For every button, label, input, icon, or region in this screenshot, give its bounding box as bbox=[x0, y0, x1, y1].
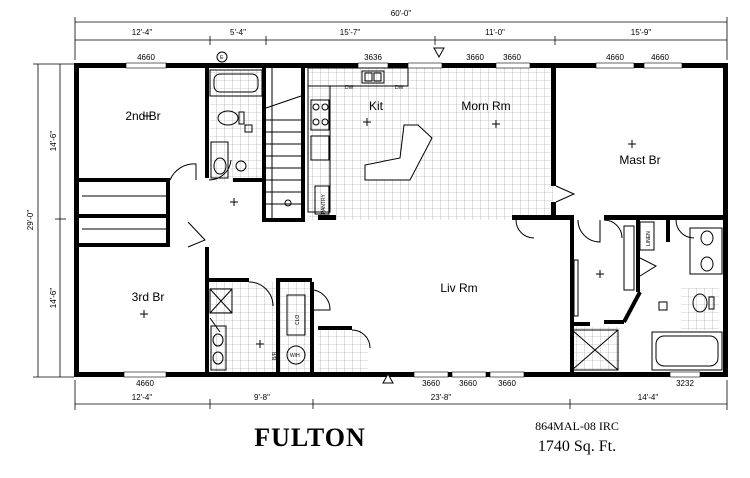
room-label-3rd-br: 3rd Br bbox=[132, 290, 165, 304]
window-label-liv-3: 3660 bbox=[498, 379, 516, 388]
left-dim-1: 14'-6" bbox=[49, 131, 58, 152]
windows bbox=[123, 62, 701, 378]
bottom-dim-1: 12'-4" bbox=[132, 393, 153, 402]
lbr-label: B/R bbox=[272, 351, 278, 360]
window-label-morn-1: 3660 bbox=[466, 53, 484, 62]
markers: E bbox=[140, 47, 636, 384]
top-dim-2: 5'-4" bbox=[230, 28, 246, 37]
window-labels: 4660 3636 3660 3660 4660 4660 4660 3660 … bbox=[136, 53, 694, 388]
dimension-lines bbox=[33, 17, 728, 410]
dimension-labels: 60'-0" 12'-4" 5'-4" 15'-7" 11'-0" 15'-9"… bbox=[26, 9, 658, 402]
window-label-liv-2: 3660 bbox=[459, 379, 477, 388]
top-dim-4: 11'-0" bbox=[485, 28, 505, 37]
title-block: FULTON 864MAL-08 IRC 1740 Sq. Ft. bbox=[254, 419, 619, 455]
window-label-br3: 4660 bbox=[136, 379, 154, 388]
overall-depth-label: 29'-0" bbox=[26, 210, 35, 231]
dw-label-2: DW bbox=[395, 85, 404, 91]
bottom-dim-2: 9'-8" bbox=[254, 393, 270, 402]
door-marker-e: E bbox=[220, 55, 224, 61]
doors bbox=[169, 159, 695, 349]
overall-width-label: 60'-0" bbox=[391, 9, 412, 18]
window-label-mast-1: 4660 bbox=[606, 53, 624, 62]
room-label-liv-rm: Liv Rm bbox=[440, 281, 477, 295]
top-dim-3: 15'-7" bbox=[340, 28, 361, 37]
plan-title: FULTON bbox=[254, 423, 366, 452]
wh-label: W/H bbox=[290, 353, 300, 359]
room-label-2nd-br: 2nd Br bbox=[125, 109, 160, 123]
room-label-morn-rm: Morn Rm bbox=[461, 99, 510, 113]
bottom-dim-3: 23'-8" bbox=[431, 393, 452, 402]
window-label-br2: 4660 bbox=[137, 53, 155, 62]
model-code: 864MAL-08 IRC bbox=[535, 419, 619, 433]
window-label-morn-2: 3660 bbox=[503, 53, 521, 62]
bathroom-fixtures: W/H CLO B/R LINEN bbox=[209, 69, 723, 371]
top-dim-1: 12'-4" bbox=[132, 28, 153, 37]
window-label-kit: 3636 bbox=[364, 53, 382, 62]
left-dim-2: 14'-6" bbox=[49, 288, 58, 309]
bottom-dim-4: 14'-4" bbox=[638, 393, 659, 402]
top-dim-5: 15'-9" bbox=[631, 28, 652, 37]
stairs bbox=[265, 68, 302, 218]
window-label-liv-1: 3660 bbox=[422, 379, 440, 388]
room-label-mast-br: Mast Br bbox=[619, 153, 660, 167]
interior-walls bbox=[79, 68, 723, 372]
square-footage: 1740 Sq. Ft. bbox=[538, 438, 616, 455]
exterior-walls bbox=[74, 63, 728, 377]
clo-label: CLO bbox=[295, 315, 301, 325]
room-label-kit: Kit bbox=[369, 99, 384, 113]
window-label-mast-bath: 3232 bbox=[676, 379, 694, 388]
window-label-mast-2: 4660 bbox=[651, 53, 669, 62]
pantry-label: PANTRY bbox=[321, 194, 327, 214]
room-labels: 2nd Br 3rd Br Kit Morn Rm Mast Br Liv Rm bbox=[125, 99, 660, 304]
kitchen-fixtures: DW DW PANTRY bbox=[307, 67, 433, 215]
linen-label: LINEN bbox=[646, 231, 652, 246]
dw-label-1: DW bbox=[345, 85, 354, 91]
